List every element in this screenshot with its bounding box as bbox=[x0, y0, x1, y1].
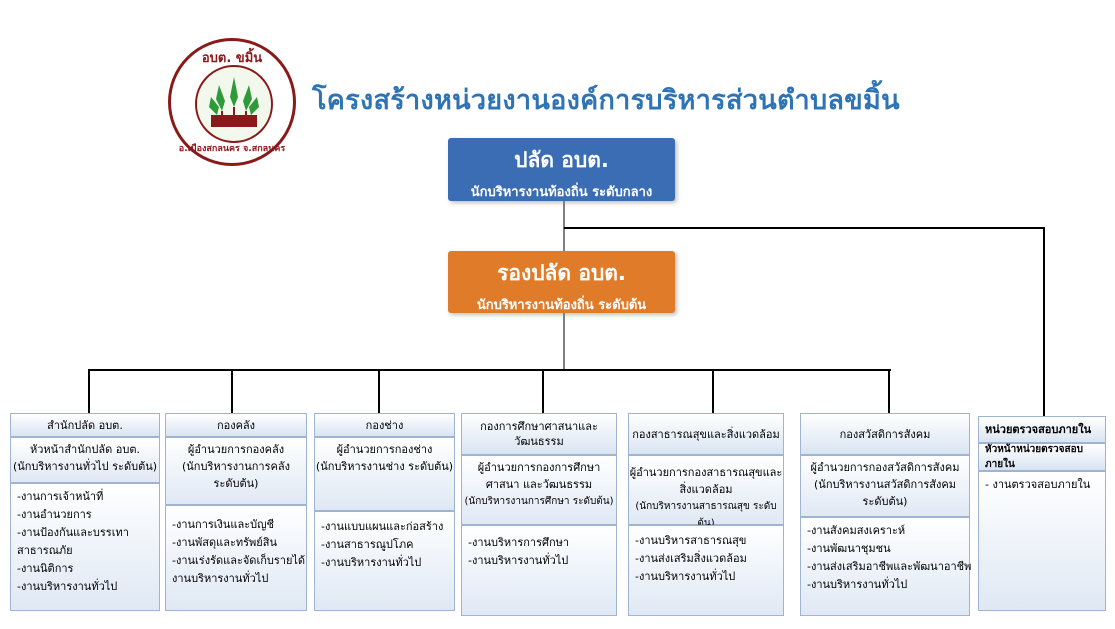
rong-palad-box: รองปลัด อบต. นักบริหารงานท้องถิ่น ระดับต… bbox=[448, 251, 675, 313]
list-item: - งานตรวจสอบภายใน bbox=[985, 478, 1091, 491]
organization-logo: อบต. ขมิ้น อ.เมืองสกลนคร จ.สกลนคร bbox=[168, 38, 296, 166]
palad-box: ปลัด อบต. นักบริหารงานท้องถิ่น ระดับกลาง bbox=[448, 138, 675, 201]
dept-6-name-box: กองสวัสดิการสังคม bbox=[800, 413, 970, 455]
connector-dept-1 bbox=[88, 369, 90, 413]
dept-1-name: สำนักปลัด อบต. bbox=[47, 418, 123, 432]
list-item: -งานการเจ้าหน้าที่ bbox=[17, 490, 104, 503]
dept-6-head-line-1: ผู้อำนวยการกองสวัสดิการสังคม bbox=[810, 461, 960, 474]
connector-departments-horizontal bbox=[88, 369, 891, 371]
list-item: สาธารณภัย bbox=[17, 544, 73, 557]
dept-1-task-list: -งานการเจ้าหน้าที่ -งานอำนวยการ -งานป้อง… bbox=[10, 483, 160, 611]
dept-4-head-box: ผู้อำนวยการกองการศึกษา ศาสนา และวัฒนธรรม… bbox=[461, 455, 617, 525]
tree-logo-icon bbox=[195, 65, 273, 143]
rong-palad-title: รองปลัด อบต. bbox=[497, 261, 626, 285]
rong-palad-subtitle: นักบริหารงานท้องถิ่น ระดับต้น bbox=[476, 298, 647, 313]
dept-5-head-box: ผู้อำนวยการกองสาธารณสุขและ สิ่งแวดล้อม (… bbox=[628, 455, 784, 529]
logo-top-text: อบต. ขมิ้น bbox=[201, 51, 263, 66]
connector-audit-vertical bbox=[1043, 227, 1045, 416]
dept-6-head-box: ผู้อำนวยการกองสวัสดิการสังคม (นักบริหารง… bbox=[800, 455, 970, 517]
dept-4-name: กองการศึกษาศาสนาและ วัฒนธรรม bbox=[480, 420, 598, 448]
list-item: -งานบริหารสาธารณสุข bbox=[635, 534, 747, 547]
dept-7-head-box: หัวหน้าหน่วยตรวจสอบภายใน bbox=[978, 443, 1106, 471]
connector-rong-down bbox=[563, 313, 565, 370]
connector-dept-5 bbox=[712, 369, 714, 413]
dept-5-head-line-2: สิ่งแวดล้อม bbox=[679, 483, 733, 496]
dept-1-head-line-1: หัวหน้าสำนักปลัด อบต. bbox=[29, 443, 141, 456]
list-item: -งานบริหารงานทั่วไป bbox=[468, 554, 569, 567]
dept-7-task-list: - งานตรวจสอบภายใน bbox=[978, 471, 1106, 611]
list-item: -งานสาธารณูปโภค bbox=[321, 538, 414, 551]
dept-3-task-list: -งานแบบแผนและก่อสร้าง -งานสาธารณูปโภค -ง… bbox=[314, 511, 455, 611]
list-item: -งานบริหารงานทั่วไป bbox=[17, 580, 118, 593]
dept-3-name: กองช่าง bbox=[365, 418, 404, 432]
dept-4-head-line-2: ศาสนา และวัฒนธรรม bbox=[485, 478, 593, 491]
dept-5-name-box: กองสาธารณสุขและสิ่งแวดล้อม bbox=[628, 413, 784, 455]
dept-4-task-list: -งานบริหารการศึกษา -งานบริหารงานทั่วไป bbox=[461, 525, 617, 616]
list-item: -งานอำนวยการ bbox=[17, 508, 92, 521]
dept-5-name: กองสาธารณสุขและสิ่งแวดล้อม bbox=[632, 427, 780, 441]
dept-2-head-line-3: ระดับต้น) bbox=[213, 477, 259, 490]
dept-6-task-list: -งานสังคมสงเคราะห์ -งานพัฒนาชุมชน -งานส่… bbox=[800, 517, 972, 616]
list-item: -งานส่งเสริมสิ่งแวดล้อม bbox=[635, 552, 747, 565]
palad-title: ปลัด อบต. bbox=[514, 148, 609, 172]
list-item: -งานส่งเสริมอาชีพและพัฒนาอาชีพ bbox=[807, 560, 972, 573]
dept-3-head-box: ผู้อำนวยการกองช่าง (นักบริหารงานช่าง ระด… bbox=[314, 437, 455, 511]
connector-dept-2 bbox=[231, 369, 233, 413]
dept-2-head-line-1: ผู้อำนวยการกองคลัง bbox=[187, 443, 285, 456]
list-item: -งานนิติการ bbox=[17, 562, 74, 575]
dept-7-name-box: หน่วยตรวจสอบภายใน bbox=[978, 416, 1106, 443]
list-item: งานบริหารงานทั่วไป bbox=[172, 572, 269, 585]
dept-7-head-line-1: หัวหน้าหน่วยตรวจสอบภายใน bbox=[985, 444, 1083, 470]
dept-1-name-box: สำนักปลัด อบต. bbox=[10, 413, 160, 437]
dept-2-name: กองคลัง bbox=[216, 418, 256, 432]
list-item: -งานบริหารงานทั่วไป bbox=[807, 578, 908, 591]
logo-bottom-text: อ.เมืองสกลนคร จ.สกลนคร bbox=[178, 144, 286, 154]
dept-2-name-box: กองคลัง bbox=[165, 413, 307, 437]
dept-5-task-list: -งานบริหารสาธารณสุข -งานส่งเสริมสิ่งแวดล… bbox=[628, 525, 784, 616]
list-item: -งานพัสดุและทรัพย์สิน bbox=[172, 536, 277, 549]
list-item: -งานพัฒนาชุมชน bbox=[807, 542, 891, 555]
dept-2-head-line-2: (นักบริหารงานการคลัง bbox=[182, 460, 290, 473]
dept-2-task-list: -งานการเงินและบัญชี -งานพัสดุและทรัพย์สิ… bbox=[165, 505, 307, 611]
dept-3-head-line-1: ผู้อำนวยการกองช่าง bbox=[336, 443, 433, 456]
list-item: -งานการเงินและบัญชี bbox=[172, 518, 274, 531]
connector-dept-4 bbox=[542, 369, 544, 413]
connector-audit-horizontal bbox=[564, 227, 1045, 229]
palad-subtitle: นักบริหารงานท้องถิ่น ระดับกลาง bbox=[470, 185, 653, 200]
page-title: โครงสร้างหน่วยงานองค์การบริหารส่วนตำบลขม… bbox=[312, 85, 900, 116]
dept-4-head-line-3: (นักบริหารงานการศึกษา ระดับต้น) bbox=[464, 496, 614, 507]
list-item: -งานเร่งรัดและจัดเก็บรายได้ bbox=[172, 554, 306, 567]
dept-3-name-box: กองช่าง bbox=[314, 413, 455, 437]
list-item: -งานบริหารงานทั่วไป bbox=[321, 556, 422, 569]
dept-5-head-line-3: (นักบริหารงานสาธารณสุข ระดับต้น) bbox=[635, 501, 777, 529]
plant-icon bbox=[209, 77, 259, 127]
dept-4-name-box: กองการศึกษาศาสนาและ วัฒนธรรม bbox=[461, 413, 617, 455]
connector-dept-3 bbox=[378, 369, 380, 413]
list-item: -งานบริหารงานทั่วไป bbox=[635, 570, 736, 583]
dept-3-head-line-2: (นักบริหารงานช่าง ระดับต้น) bbox=[315, 460, 454, 473]
list-item: -งานแบบแผนและก่อสร้าง bbox=[321, 520, 444, 533]
dept-2-head-box: ผู้อำนวยการกองคลัง (นักบริหารงานการคลัง … bbox=[165, 437, 307, 505]
list-item: -งานสังคมสงเคราะห์ bbox=[807, 524, 906, 537]
dept-7-name: หน่วยตรวจสอบภายใน bbox=[985, 423, 1092, 436]
connector-palad-down bbox=[563, 201, 565, 251]
dept-6-head-line-3: ระดับต้น) bbox=[862, 495, 908, 508]
dept-4-head-line-1: ผู้อำนวยการกองการศึกษา bbox=[477, 461, 601, 474]
list-item: -งานบริหารการศึกษา bbox=[468, 536, 570, 549]
dept-6-name: กองสวัสดิการสังคม bbox=[839, 427, 931, 441]
dept-6-head-line-2: (นักบริหารงานสวัสดิการสังคม bbox=[814, 478, 956, 491]
list-item: -งานป้องกันและบรรเทา bbox=[17, 526, 129, 539]
dept-5-head-line-1: ผู้อำนวยการกองสาธารณสุขและ bbox=[629, 466, 783, 479]
dept-1-head-line-2: (นักบริหารงานทั่วไป ระดับต้น) bbox=[12, 460, 158, 473]
dept-1-head-box: หัวหน้าสำนักปลัด อบต. (นักบริหารงานทั่วไ… bbox=[10, 437, 160, 483]
connector-dept-6 bbox=[888, 369, 890, 413]
